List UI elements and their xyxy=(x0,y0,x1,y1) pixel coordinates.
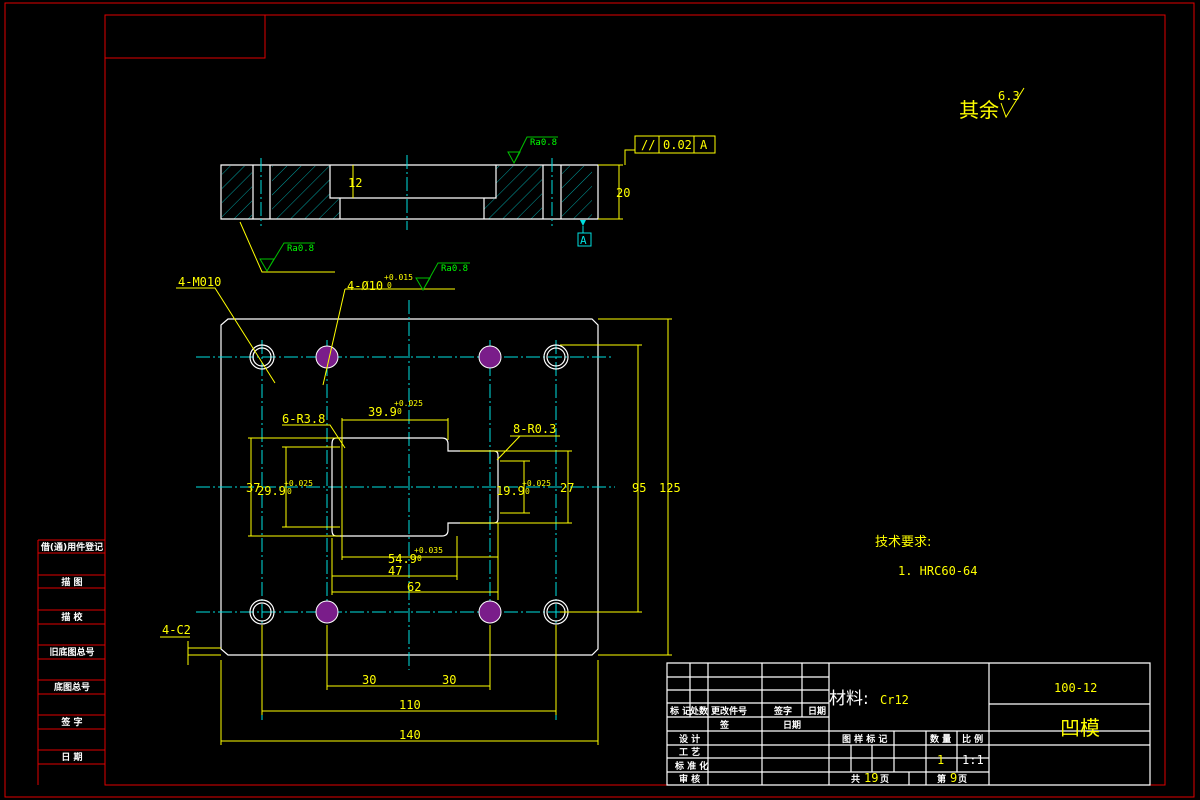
strip-label: 签 字 xyxy=(60,716,82,728)
scale-value: 1:1 xyxy=(962,753,984,767)
dim-110: 110 xyxy=(399,698,421,712)
corner-r1: 6-R3.8 xyxy=(282,412,325,426)
default-roughness-label: 其余 xyxy=(959,98,999,122)
corner-box xyxy=(104,14,266,59)
roughness-icon xyxy=(1000,87,1025,119)
tol-upper: +0.025 xyxy=(394,399,423,408)
total-sheets: 19 xyxy=(864,771,878,785)
strip-label: 旧底图总号 xyxy=(49,646,94,658)
role-label: 标 准 化 xyxy=(674,760,708,772)
tol-upper: +0.025 xyxy=(522,479,551,488)
qty-value: 1 xyxy=(937,753,944,767)
tech-req-title: 技术要求: xyxy=(875,535,931,550)
strip-label: 底图总号 xyxy=(54,681,90,693)
dim-chamfer: 4-C2 xyxy=(162,623,191,637)
tol-upper: +0.035 xyxy=(414,546,443,555)
section-view: 12 20 // 0.02 A A Ra0.8 Ra0.8 xyxy=(220,135,716,273)
pin-holes-label: 4-Ø10 xyxy=(347,279,383,293)
material-value: Cr12 xyxy=(880,693,909,707)
total-prefix: 共 xyxy=(851,773,860,785)
qty-label: 数 量 xyxy=(930,733,951,745)
dim-62: 62 xyxy=(407,580,421,594)
strip-label: 描 校 xyxy=(61,611,83,623)
sheet-suffix: 页 xyxy=(958,774,967,785)
parallelism-symbol: // xyxy=(641,138,655,152)
corner-r2: 8-R0.3 xyxy=(513,422,556,436)
rev-header: 标 记 xyxy=(669,705,691,717)
rev-header: 处数 xyxy=(689,705,709,717)
scale-label: 比 例 xyxy=(962,733,983,745)
tol-lower: 0 xyxy=(397,407,402,416)
drawing-number: 100-12 xyxy=(1054,681,1097,695)
strip-label: 日 期 xyxy=(61,751,82,763)
stage-label: 图 样 标 记 xyxy=(842,733,887,745)
holes xyxy=(249,344,569,625)
date-label: 日期 xyxy=(783,719,801,731)
sign-label: 签 xyxy=(719,719,730,731)
tolerance-value: 0.02 xyxy=(663,138,692,152)
tol-lower: 0 xyxy=(417,554,422,563)
part-name: 凹模 xyxy=(1060,716,1100,740)
dim-39-9: 39.9 xyxy=(368,405,397,419)
dim-95: 95 xyxy=(632,481,646,495)
role-label: 工 艺 xyxy=(679,746,700,758)
rev-header: 签字 xyxy=(773,705,792,717)
total-suffix: 页 xyxy=(880,774,889,785)
tol-lower: 0 xyxy=(387,281,392,290)
dim-29-9: 29.9 xyxy=(257,484,286,498)
dim-thickness: 20 xyxy=(616,186,630,200)
role-label: 审 核 xyxy=(679,773,700,785)
dim-140: 140 xyxy=(399,728,421,742)
dim-30-left: 30 xyxy=(362,673,376,687)
roughness-top: Ra0.8 xyxy=(530,138,557,148)
dim-depth: 12 xyxy=(348,176,362,190)
tol-lower: 0 xyxy=(525,487,530,496)
dim-27: 27 xyxy=(560,481,574,495)
default-roughness-value: 6.3 xyxy=(998,89,1020,103)
rev-header: 更改件号 xyxy=(711,705,747,717)
role-label: 设 计 xyxy=(679,733,700,745)
roughness-hole: Ra0.8 xyxy=(441,264,468,274)
plan-view: 37 29.9 +0.025 0 19.9 +0.025 0 27 39.9 +… xyxy=(160,262,681,745)
outer-frame xyxy=(4,2,1195,798)
tol-upper: +0.015 xyxy=(384,273,413,282)
sheet-prefix: 第 xyxy=(937,773,946,785)
rev-header: 日期 xyxy=(808,705,826,717)
tol-upper: +0.025 xyxy=(284,479,313,488)
tolerance-datum: A xyxy=(700,138,708,152)
dim-54-9: 54.9 xyxy=(388,552,417,566)
dim-125: 125 xyxy=(659,481,681,495)
datum-label: A xyxy=(580,234,587,247)
left-strip: 借(通)用件登记 描 图 描 校 旧底图总号 底图总号 签 字 日 期 xyxy=(37,539,105,785)
geometric-tolerance-frame: // 0.02 A xyxy=(634,135,716,154)
strip-label: 借(通)用件登记 xyxy=(40,541,103,553)
tech-req-item: 1. HRC60-64 xyxy=(898,564,977,578)
datum-box xyxy=(577,232,592,247)
dim-19-9: 19.9 xyxy=(496,484,525,498)
inner-frame xyxy=(104,14,1166,786)
dim-30-right: 30 xyxy=(442,673,456,687)
material-label: 材料: xyxy=(829,689,869,709)
sheet-number: 9 xyxy=(950,771,957,785)
strip-label: 描 图 xyxy=(61,576,82,588)
title-block: 标 记 处数 更改件号 签字 日期 签 日期 设 计 工 艺 标 准 化 审 核… xyxy=(666,662,1151,786)
tol-lower: 0 xyxy=(287,487,292,496)
roughness-bottom: Ra0.8 xyxy=(287,244,314,254)
dim-37: 37 xyxy=(246,481,260,495)
dim-47: 47 xyxy=(388,564,402,578)
thread-holes-label: 4-M010 xyxy=(178,275,221,289)
